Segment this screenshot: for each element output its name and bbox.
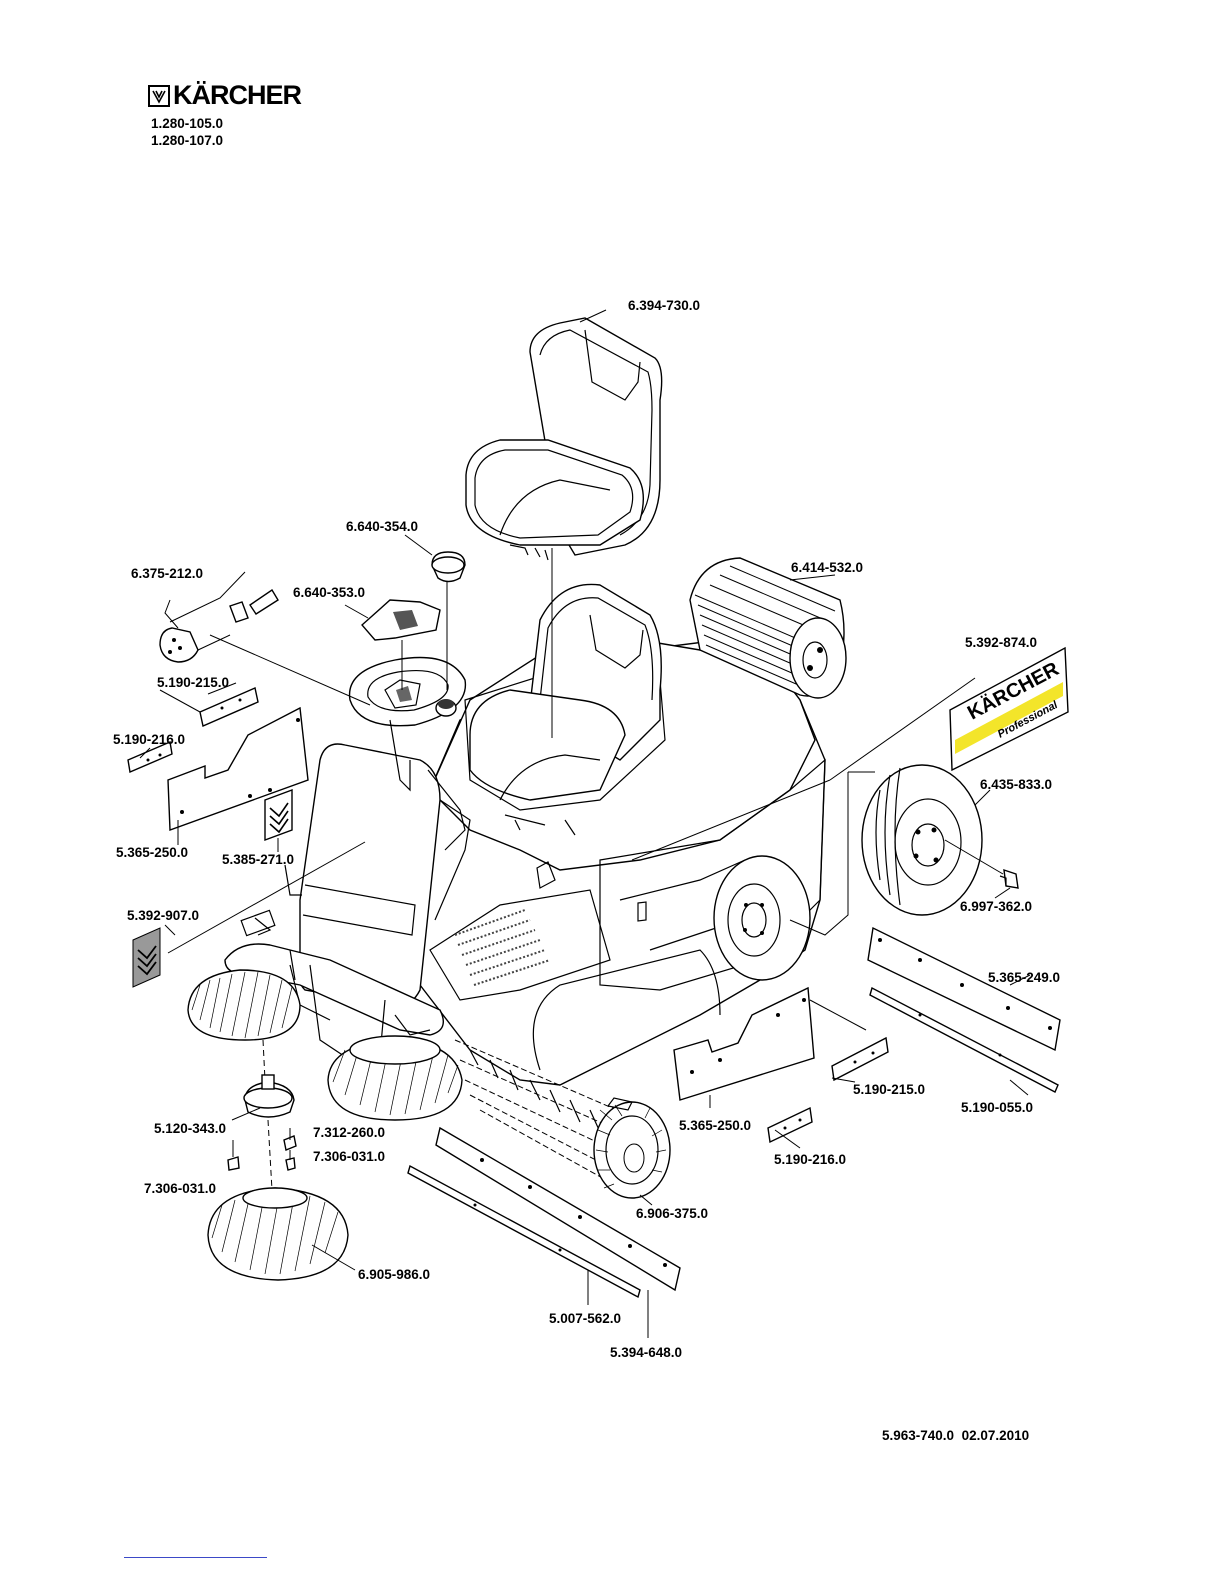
- label-cover: 6.640-353.0: [293, 585, 365, 600]
- part-labels: 6.394-730.0 6.640-354.0 6.640-353.0 6.37…: [113, 298, 1060, 1360]
- label-wheel: 6.435-833.0: [980, 777, 1052, 792]
- label-flap-left: 5.365-250.0: [116, 845, 188, 860]
- label-roller-brush: 6.414-532.0: [791, 560, 863, 575]
- document-date: 02.07.2010: [961, 1428, 1030, 1443]
- main-roller-brush-exploded: [454, 1039, 671, 1199]
- seat-installed: [469, 583, 662, 836]
- sweeper-body: [224, 583, 826, 1086]
- logo-wordmark: KÄRCHER: [173, 80, 302, 110]
- side-brush-part: [207, 1187, 356, 1281]
- label-flap-right: 5.365-250.0: [679, 1118, 751, 1133]
- label-main-brush: 6.906-375.0: [636, 1206, 708, 1221]
- label-strip-front: 5.007-562.0: [549, 1311, 621, 1326]
- model-number-2: 1.280-107.0: [151, 133, 224, 148]
- label-ignition: 6.375-212.0: [131, 566, 203, 581]
- label-sticker-small: 5.385-271.0: [222, 852, 294, 867]
- flap-left-assembly: [127, 682, 309, 845]
- brush-hub-assembly: [227, 1039, 297, 1191]
- label-flap-strip-right: 5.190-216.0: [774, 1152, 846, 1167]
- label-screw-right: 7.306-031.0: [313, 1149, 385, 1164]
- wheel-screw-part: [944, 839, 1019, 889]
- label-washer: 7.312-260.0: [313, 1125, 385, 1140]
- rear-flap-assembly: [867, 926, 1061, 1096]
- footer-rule: [124, 1557, 267, 1558]
- leader-lines: [139, 309, 1011, 1206]
- karcher-logo: KÄRCHER: [148, 80, 302, 110]
- roller-brush-part: [689, 557, 847, 699]
- label-flap-holder-left: 5.190-215.0: [157, 675, 229, 690]
- small-sticker-part: [264, 788, 293, 852]
- side-brush-installed-left: [187, 969, 301, 1041]
- label-sticker-professional: 5.392-874.0: [965, 635, 1037, 650]
- flap-right-assembly: [673, 986, 889, 1149]
- label-screw-left: 7.306-031.0: [144, 1181, 216, 1196]
- label-strip-rear: 5.190-055.0: [961, 1100, 1033, 1115]
- front-flap-assembly: [407, 1126, 681, 1338]
- ignition-lock-part: [159, 571, 371, 706]
- model-number-1: 1.280-105.0: [151, 116, 224, 131]
- floor-mesh: [454, 909, 551, 986]
- label-seat: 6.394-730.0: [628, 298, 700, 313]
- label-side-brush: 6.905-986.0: [358, 1267, 430, 1282]
- document-footer: 5.963-740.0 02.07.2010: [882, 1428, 1029, 1443]
- wheel-part: [789, 764, 983, 936]
- label-flap-holder-right: 5.190-215.0: [853, 1082, 925, 1097]
- steering-wheel: [348, 656, 467, 792]
- label-flap-strip-left: 5.190-216.0: [113, 732, 185, 747]
- rear-wheel: [713, 855, 811, 981]
- cover-part: [361, 599, 441, 690]
- label-flap-rear: 5.365-249.0: [988, 970, 1060, 985]
- label-wheel-screw: 6.997-362.0: [960, 899, 1032, 914]
- label-flap-front: 5.394-648.0: [610, 1345, 682, 1360]
- karcher-emblem-icon: [148, 84, 170, 107]
- main-brush-installed: [327, 1035, 463, 1121]
- seat-exploded: [465, 317, 663, 738]
- label-brush-hub: 5.120-343.0: [154, 1121, 226, 1136]
- document-code: 5.963-740.0: [882, 1428, 955, 1443]
- side-sticker-part: [132, 841, 366, 988]
- label-knob: 6.640-354.0: [346, 519, 418, 534]
- label-sticker-side: 5.392-907.0: [127, 908, 199, 923]
- knob-part: [431, 551, 466, 690]
